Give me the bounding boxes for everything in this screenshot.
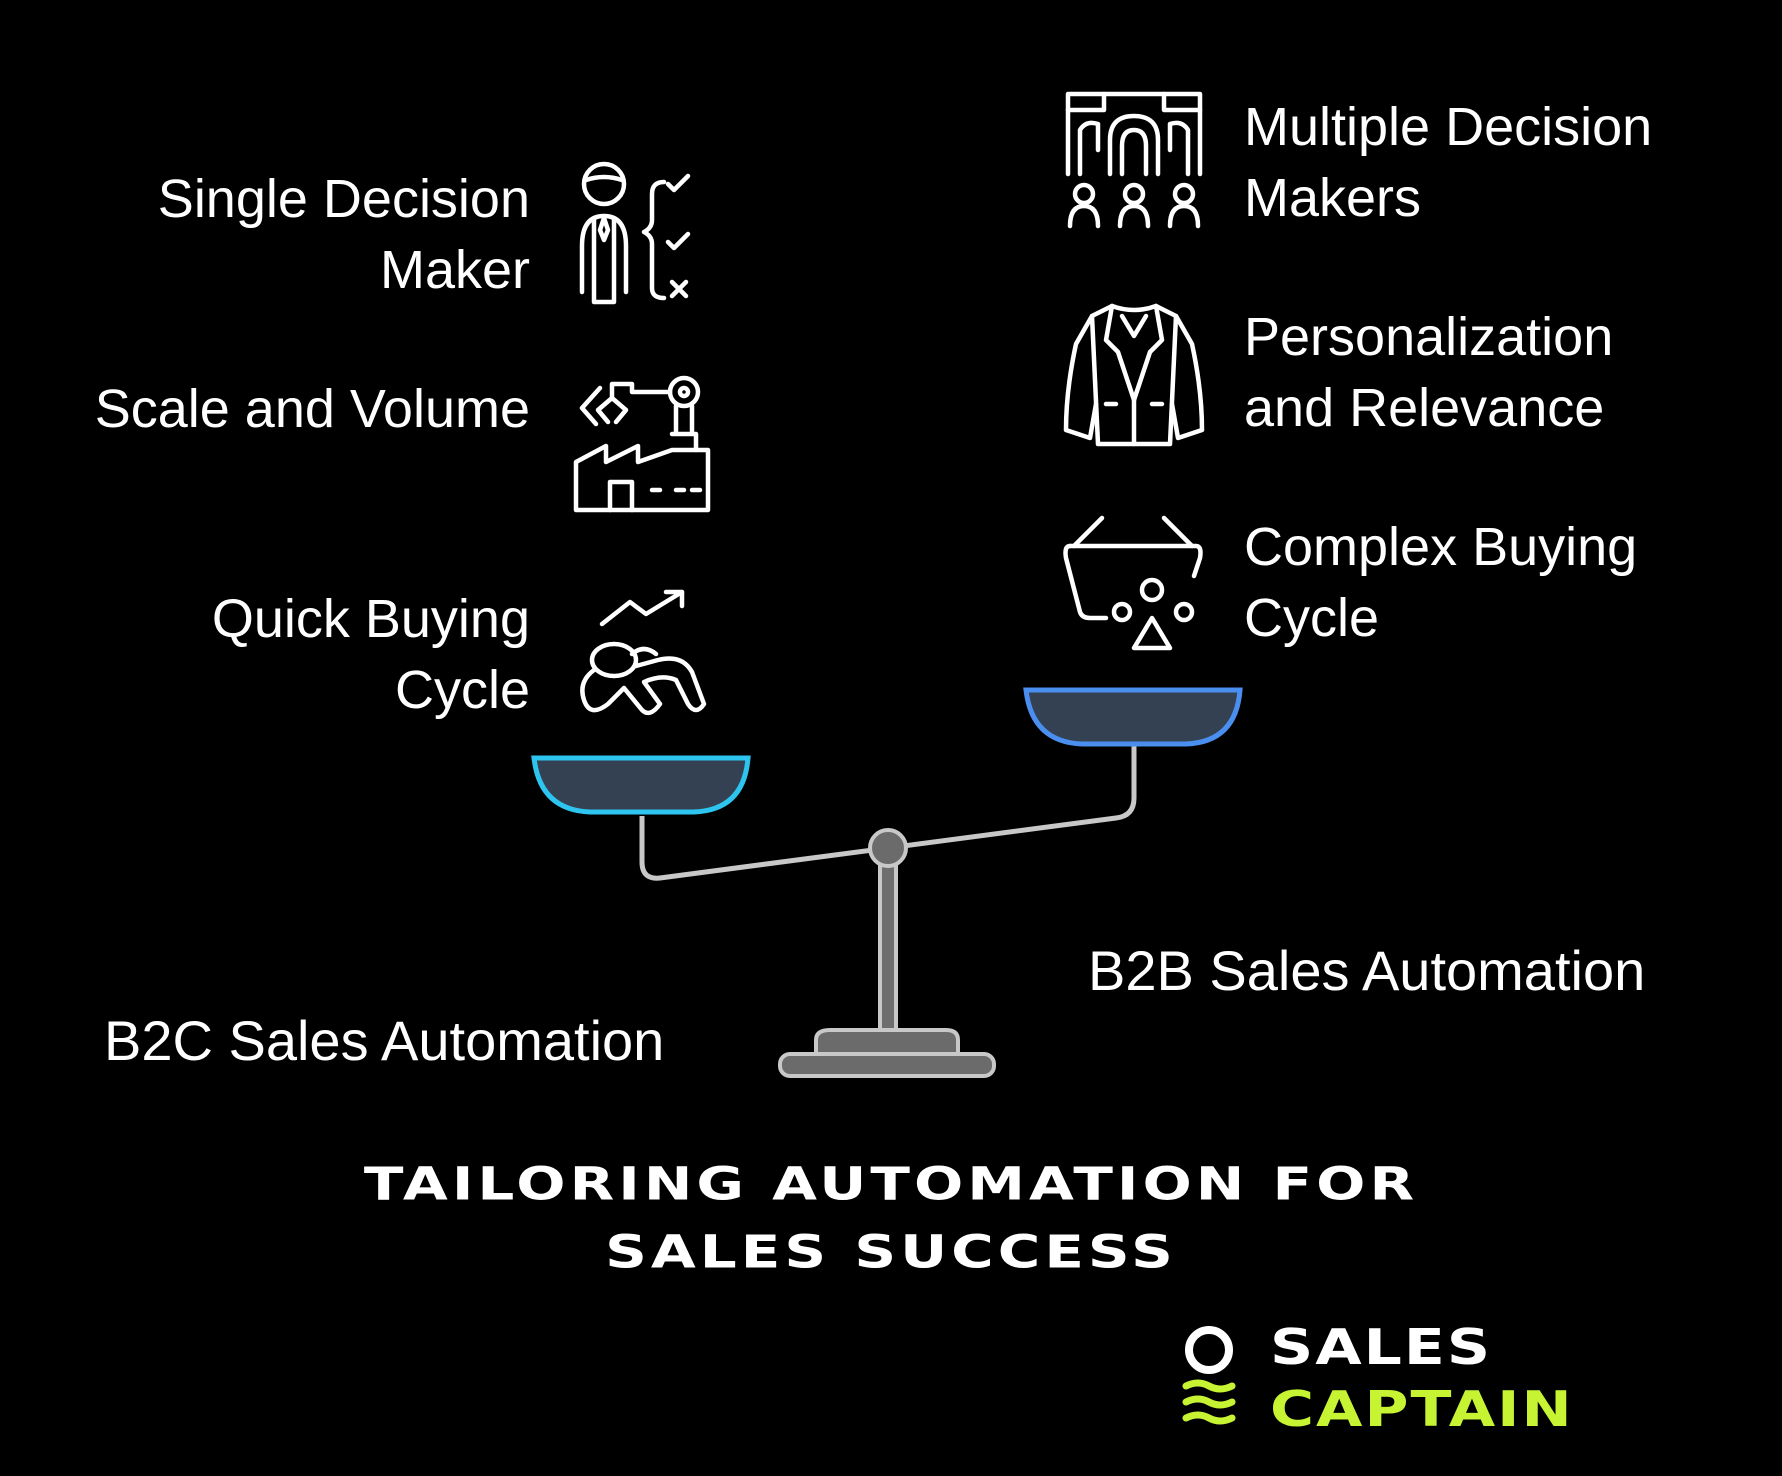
scale-pole <box>878 848 898 1038</box>
label-multiple-decision-makers: Multiple Decision Makers <box>1244 97 1653 228</box>
left-pan <box>531 755 751 815</box>
basket-shapes-icon <box>1063 515 1203 651</box>
running-person-trend-icon <box>580 589 707 716</box>
boardroom-people-icon <box>1065 91 1203 229</box>
scale-base-top <box>814 1028 960 1056</box>
scale-pivot <box>868 828 908 868</box>
b2b-category-label: B2B Sales Automation <box>1088 939 1646 1002</box>
suit-jacket-icon <box>1063 303 1205 447</box>
title-line-2: SALES SUCCESS <box>605 1225 1177 1279</box>
b2c-category-label: B2C Sales Automation <box>104 1009 665 1072</box>
label-single-decision-maker: Single Decision Maker <box>157 169 530 300</box>
right-pan <box>1023 687 1243 747</box>
brand-word-captain: CAPTAIN <box>1270 1380 1574 1439</box>
person-with-checklist-icon <box>579 161 691 305</box>
label-complex-buying-cycle: Complex Buying Cycle <box>1244 517 1638 648</box>
sales-captain-logo-icon <box>1182 1326 1236 1425</box>
label-personalization-and-relevance: Personalization and Relevance <box>1244 307 1614 438</box>
label-quick-buying-cycle: Quick Buying Cycle <box>211 589 530 720</box>
robot-arm-factory-icon <box>573 375 711 513</box>
title-line-1: TAILORING AUTOMATION FOR <box>363 1157 1419 1211</box>
label-scale-and-volume: Scale and Volume <box>94 379 530 439</box>
brand-word-sales: SALES <box>1270 1318 1493 1377</box>
scale-base-bottom <box>778 1052 996 1078</box>
